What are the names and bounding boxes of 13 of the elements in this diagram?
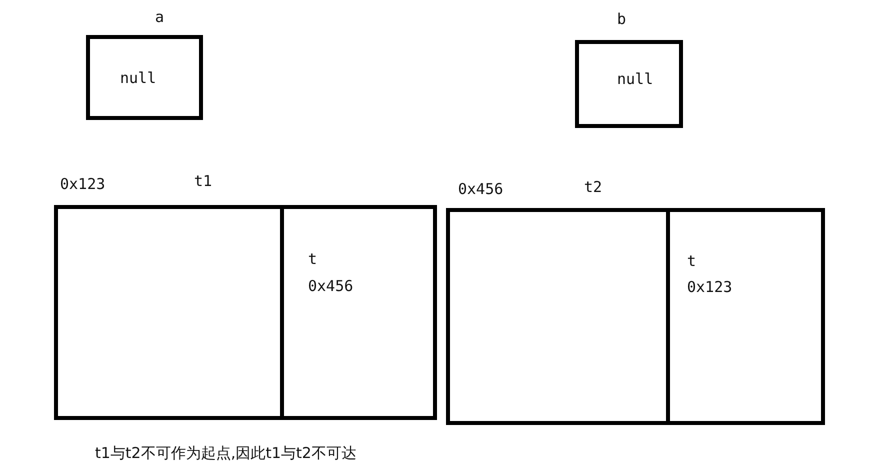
box-text: t xyxy=(308,250,318,268)
box-text: null xyxy=(120,69,156,87)
box-text: t xyxy=(687,252,696,270)
caption: t1与t2不可作为起点,因此t1与t2不可达 xyxy=(95,444,356,463)
box-text: 0x456 xyxy=(308,277,354,295)
box-heading: b xyxy=(617,10,626,28)
box-heading: a xyxy=(155,8,164,26)
box-heading: t1 xyxy=(194,172,212,190)
box-heading: 0x123 xyxy=(60,175,106,193)
box-heading: 0x456 xyxy=(458,180,504,198)
box-text: null xyxy=(617,70,654,88)
box-heading: t2 xyxy=(584,178,602,196)
box-text: 0x123 xyxy=(687,278,732,296)
